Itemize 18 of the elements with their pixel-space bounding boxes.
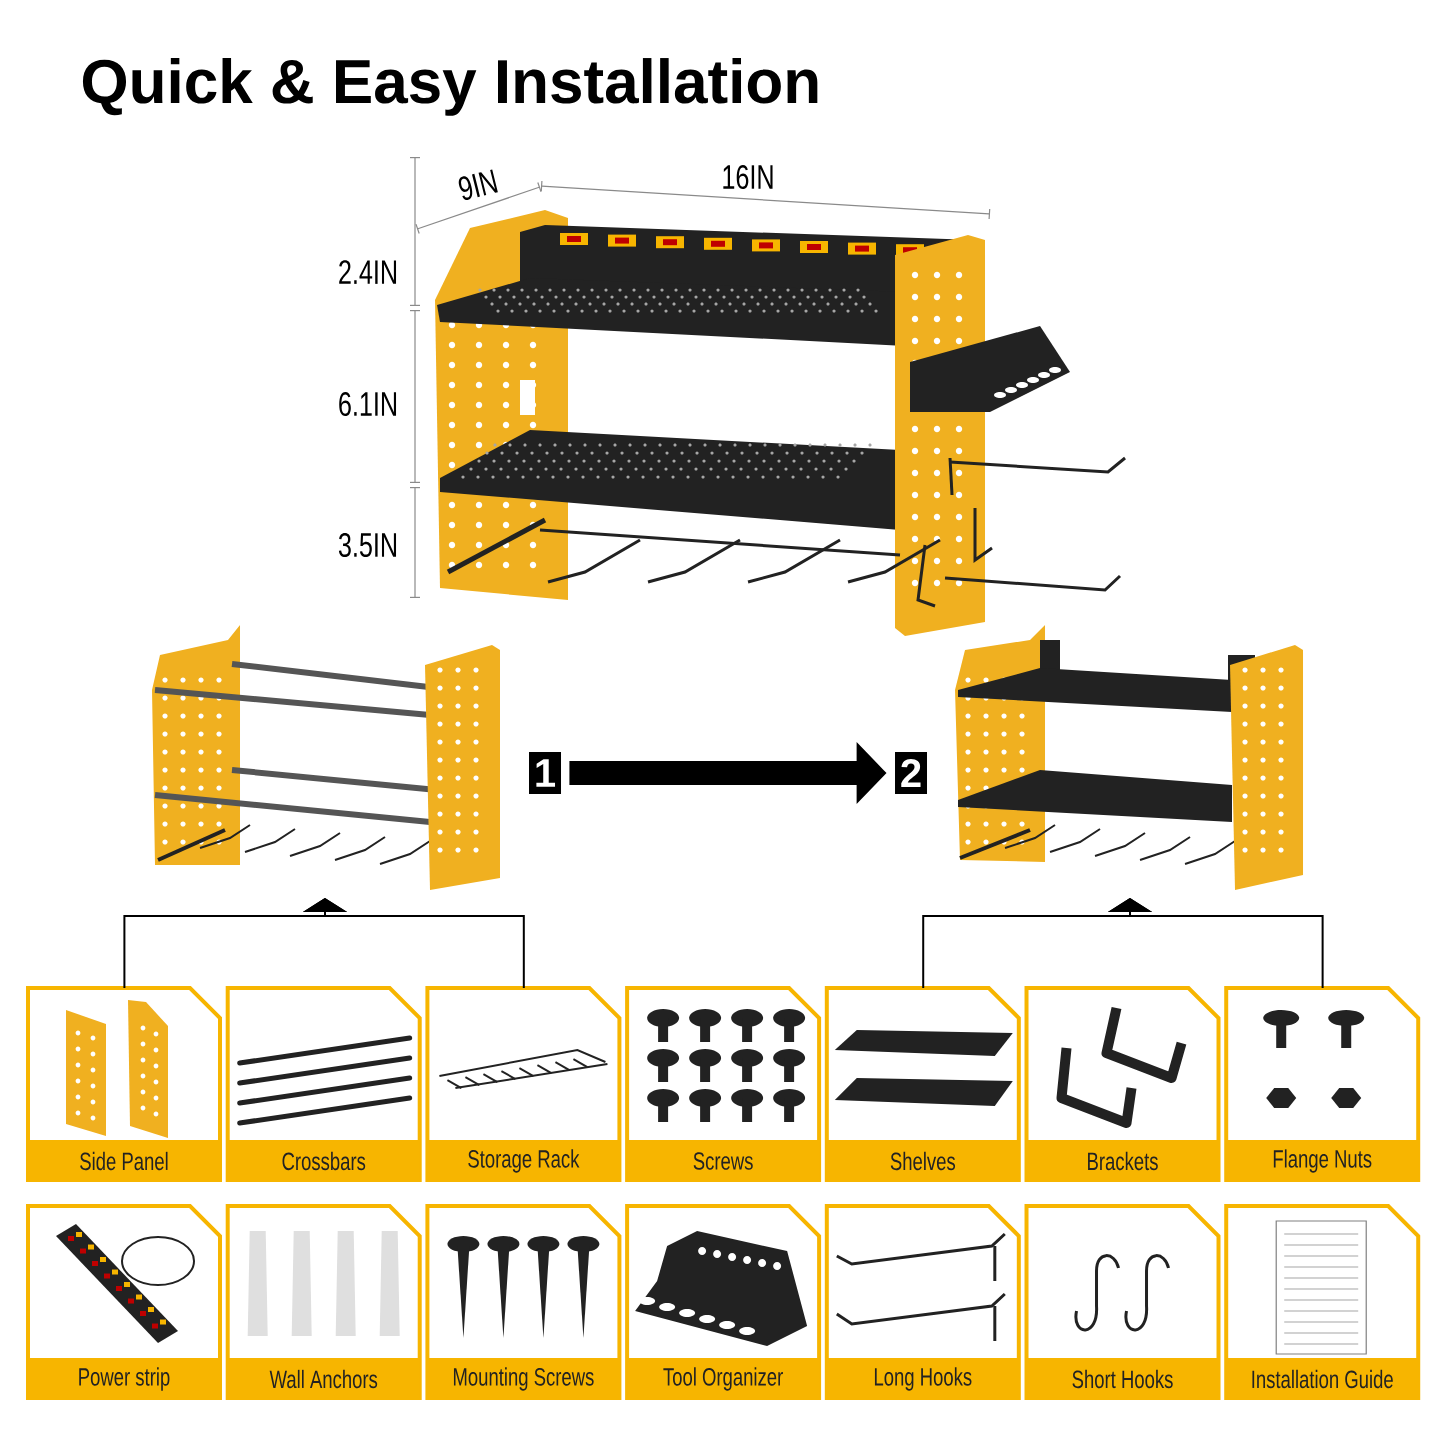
dimension-label: 2.4IN bbox=[339, 260, 397, 284]
bracket-arrow bbox=[302, 898, 525, 989]
dimension-label: 3.5IN bbox=[338, 532, 397, 558]
dimension-label: 16IN bbox=[723, 164, 773, 190]
dimension-label: 9IN bbox=[458, 169, 498, 201]
step-number: 2 bbox=[895, 752, 927, 794]
part-card: Storage Rack bbox=[425, 986, 622, 1182]
part-card: Brackets bbox=[1024, 986, 1221, 1182]
title: Quick & Easy Installation bbox=[82, 58, 818, 116]
part-card: Long Hooks bbox=[824, 1204, 1021, 1400]
part-card: Short Hooks bbox=[1024, 1204, 1221, 1400]
dimension-label: 6.1IN bbox=[339, 391, 397, 417]
part-card: Mounting Screws bbox=[425, 1204, 622, 1400]
bracket-arrow bbox=[1107, 898, 1324, 989]
part-card: Flange Nuts bbox=[1224, 986, 1421, 1182]
part-card: Crossbars bbox=[225, 986, 422, 1182]
part-card: Power strip bbox=[26, 1204, 222, 1400]
step-number: 1 bbox=[529, 752, 561, 794]
